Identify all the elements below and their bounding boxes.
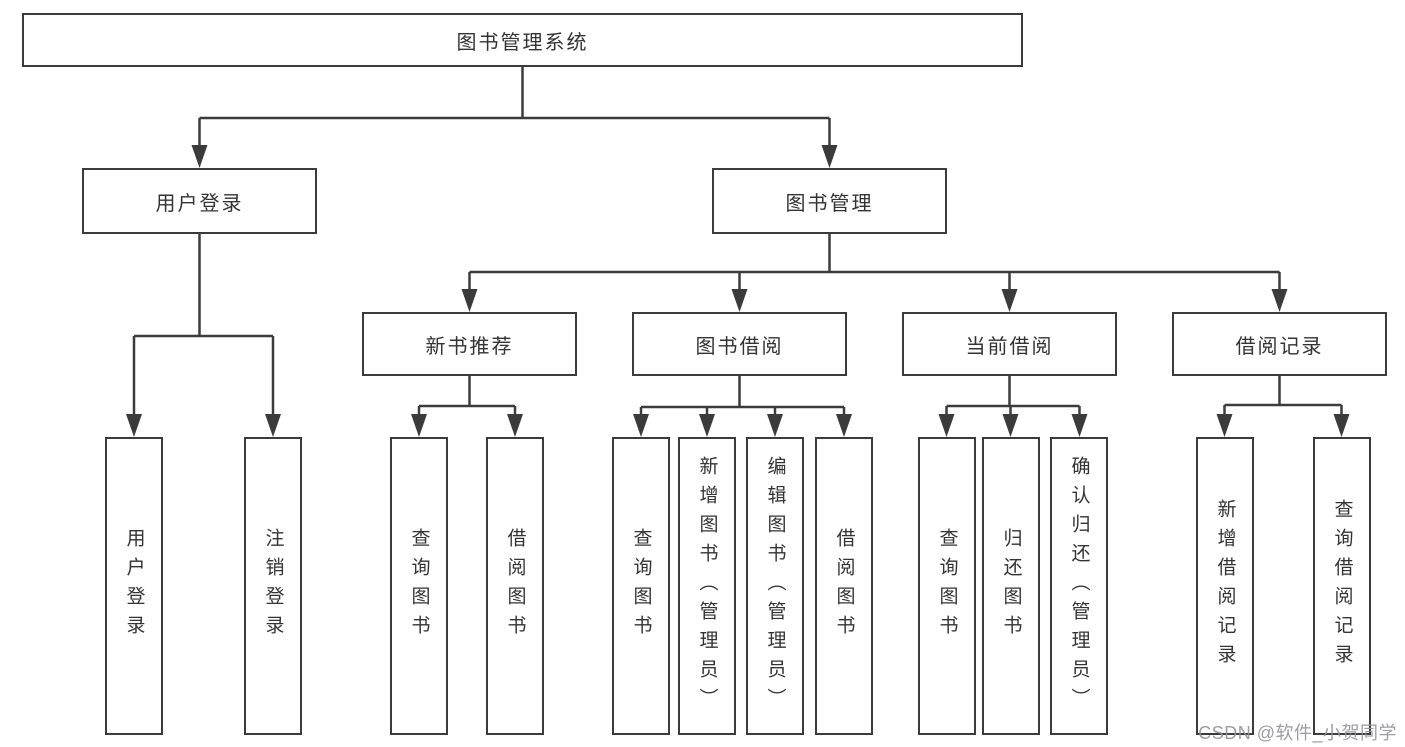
leaf-confirm-return-admin-label: 确认归还（管理员） <box>1068 455 1090 717</box>
node-book-management: 图书管理 <box>712 168 947 234</box>
leaf-logout: 注销登录 <box>244 437 302 735</box>
node-library-management-system-label: 图书管理系统 <box>456 31 589 54</box>
leaf-query-books-recommend: 查询图书 <box>390 437 448 735</box>
leaf-add-borrow-record: 新增借阅记录 <box>1196 437 1254 735</box>
node-current-borrowing: 当前借阅 <box>902 312 1117 376</box>
leaf-add-books-admin-label: 新增图书（管理员） <box>696 455 718 717</box>
leaf-add-borrow-record-label: 新增借阅记录 <box>1214 499 1236 673</box>
leaf-user-login: 用户登录 <box>105 437 163 735</box>
node-book-borrowing-label: 图书借阅 <box>695 335 784 358</box>
node-current-borrowing-label: 当前借阅 <box>965 335 1054 358</box>
leaf-query-borrow-record: 查询借阅记录 <box>1313 437 1371 735</box>
leaf-borrow-books-label: 借阅图书 <box>833 528 855 644</box>
node-new-book-recommendation-label: 新书推荐 <box>425 335 514 358</box>
leaf-edit-books-admin: 编辑图书（管理员） <box>746 437 804 735</box>
node-user-login: 用户登录 <box>82 168 317 234</box>
node-new-book-recommendation: 新书推荐 <box>362 312 577 376</box>
csdn-watermark: CSDN @软件_小贺同学 <box>1198 723 1397 743</box>
leaf-borrow-books-recommend-label: 借阅图书 <box>504 528 526 644</box>
leaf-edit-books-admin-label: 编辑图书（管理员） <box>764 455 786 717</box>
connector-group <box>132 67 1343 415</box>
node-book-borrowing: 图书借阅 <box>632 312 847 376</box>
leaf-query-borrow-record-label: 查询借阅记录 <box>1331 499 1353 673</box>
leaf-query-books-current-label: 查询图书 <box>936 528 958 644</box>
leaf-user-login-label: 用户登录 <box>123 528 145 644</box>
node-user-login-label: 用户登录 <box>155 192 244 215</box>
node-borrowing-records-label: 借阅记录 <box>1235 335 1324 358</box>
leaf-add-books-admin: 新增图书（管理员） <box>678 437 736 735</box>
arrowhead-icons <box>126 145 1350 437</box>
leaf-return-books: 归还图书 <box>982 437 1040 735</box>
node-library-management-system: 图书管理系统 <box>22 13 1023 67</box>
leaf-query-books-current: 查询图书 <box>918 437 976 735</box>
leaf-logout-label: 注销登录 <box>262 528 284 644</box>
leaf-borrow-books-recommend: 借阅图书 <box>486 437 544 735</box>
leaf-query-books-borrow: 查询图书 <box>612 437 670 735</box>
leaf-borrow-books: 借阅图书 <box>815 437 873 735</box>
leaf-query-books-recommend-label: 查询图书 <box>408 528 430 644</box>
leaf-return-books-label: 归还图书 <box>1000 528 1022 644</box>
node-borrowing-records: 借阅记录 <box>1172 312 1387 376</box>
leaf-query-books-borrow-label: 查询图书 <box>630 528 652 644</box>
leaf-confirm-return-admin: 确认归还（管理员） <box>1050 437 1108 735</box>
node-book-management-label: 图书管理 <box>785 192 874 215</box>
